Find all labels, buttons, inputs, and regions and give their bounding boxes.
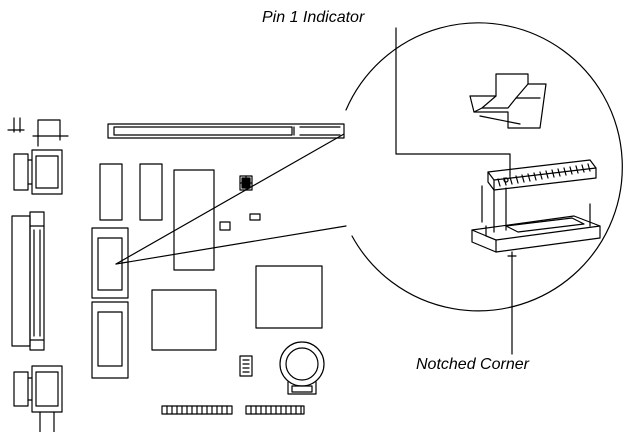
ic-chips [99,163,215,271]
ribbon-cable-icon [469,73,547,129]
expansion-slot [107,123,345,139]
ps2-connector [13,149,63,195]
pin-header-rows [161,405,305,415]
notched-corner-label: Notched Corner [416,356,529,373]
dip-switch [239,355,253,377]
pin1-marker [503,177,509,183]
zoomed-ide-connector [471,159,601,253]
ide-connector-secondary [91,301,129,379]
cmos-battery [279,341,325,395]
pin1-leader-line [395,27,511,177]
rear-io-panel [7,117,69,433]
pin1-indicator-label: Pin 1 Indicator [262,9,365,26]
serial-connector [13,365,63,433]
parallel-port [11,211,45,351]
magnifier-circle [345,22,623,312]
zoom-lines [115,133,347,265]
ide-connector-primary [91,227,129,299]
large-chips [151,265,323,351]
small-headers [219,213,261,231]
